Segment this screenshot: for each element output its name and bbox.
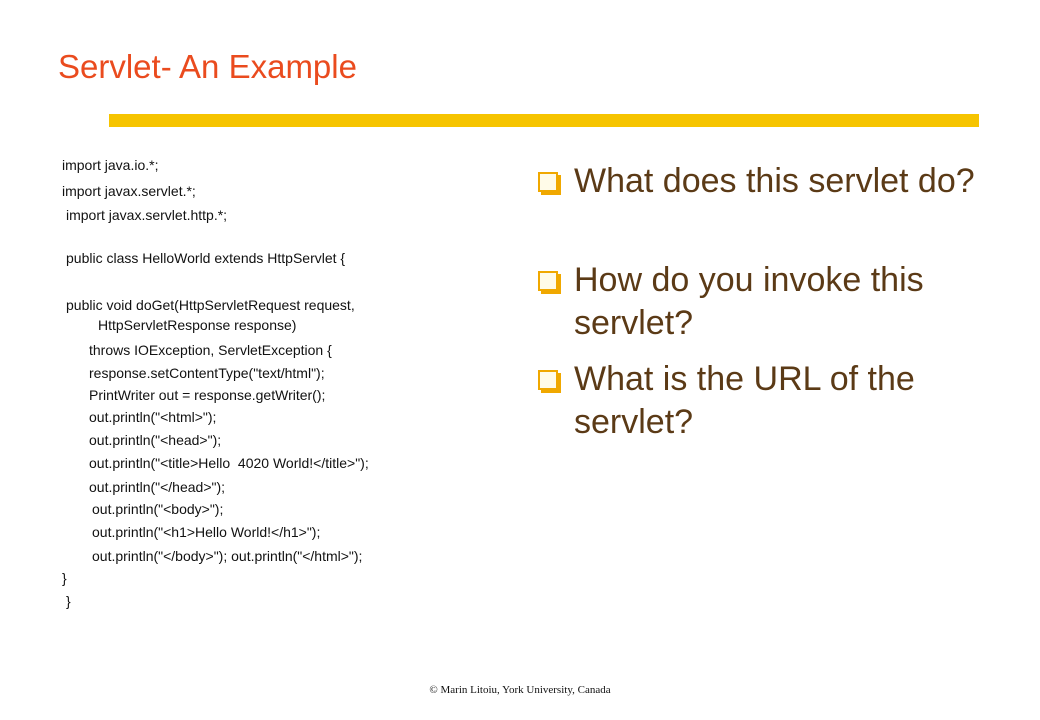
- slide-title: Servlet- An Example: [58, 48, 357, 85]
- code-line: out.println("<html>");: [89, 409, 217, 425]
- bullet-text: What is the URL of the servlet?: [574, 360, 915, 441]
- title-underline-bar: [109, 114, 979, 127]
- copyright-footer: © Marin Litoiu, York University, Canada: [429, 684, 611, 696]
- code-line: import javax.servlet.*;: [62, 183, 196, 199]
- code-line: PrintWriter out = response.getWriter();: [89, 387, 326, 403]
- code-line: }: [66, 593, 71, 609]
- code-line: public void doGet(HttpServletRequest req…: [66, 297, 355, 313]
- code-line: out.println("<title>Hello 4020 World!</t…: [89, 455, 369, 471]
- code-line: import java.io.*;: [62, 157, 159, 173]
- code-line: import javax.servlet.http.*;: [66, 207, 228, 223]
- code-line: throws IOException, ServletException {: [89, 342, 332, 358]
- code-line: out.println("</body>"); out.println("</h…: [92, 548, 363, 564]
- code-line: out.println("<head>");: [89, 432, 222, 448]
- code-line: public class HelloWorld extends HttpServ…: [66, 250, 346, 266]
- bullet-text: What does this servlet do?: [574, 162, 975, 200]
- square-bullet-icon: [538, 172, 558, 192]
- code-line: }: [62, 570, 67, 586]
- code-line: HttpServletResponse response): [98, 317, 297, 333]
- code-line: out.println("<body>");: [92, 501, 224, 517]
- bullet-text: How do you invoke this servlet?: [574, 261, 924, 342]
- square-bullet-icon: [538, 271, 558, 291]
- bullet-item: How do you invoke this servlet?: [538, 259, 978, 345]
- bullet-item: What does this servlet do?: [538, 160, 978, 203]
- bullet-item: What is the URL of the servlet?: [538, 358, 978, 444]
- code-line: response.setContentType("text/html");: [89, 365, 325, 381]
- code-line: out.println("</head>");: [89, 479, 226, 495]
- square-bullet-icon: [538, 370, 558, 390]
- code-line: out.println("<h1>Hello World!</h1>");: [92, 524, 321, 540]
